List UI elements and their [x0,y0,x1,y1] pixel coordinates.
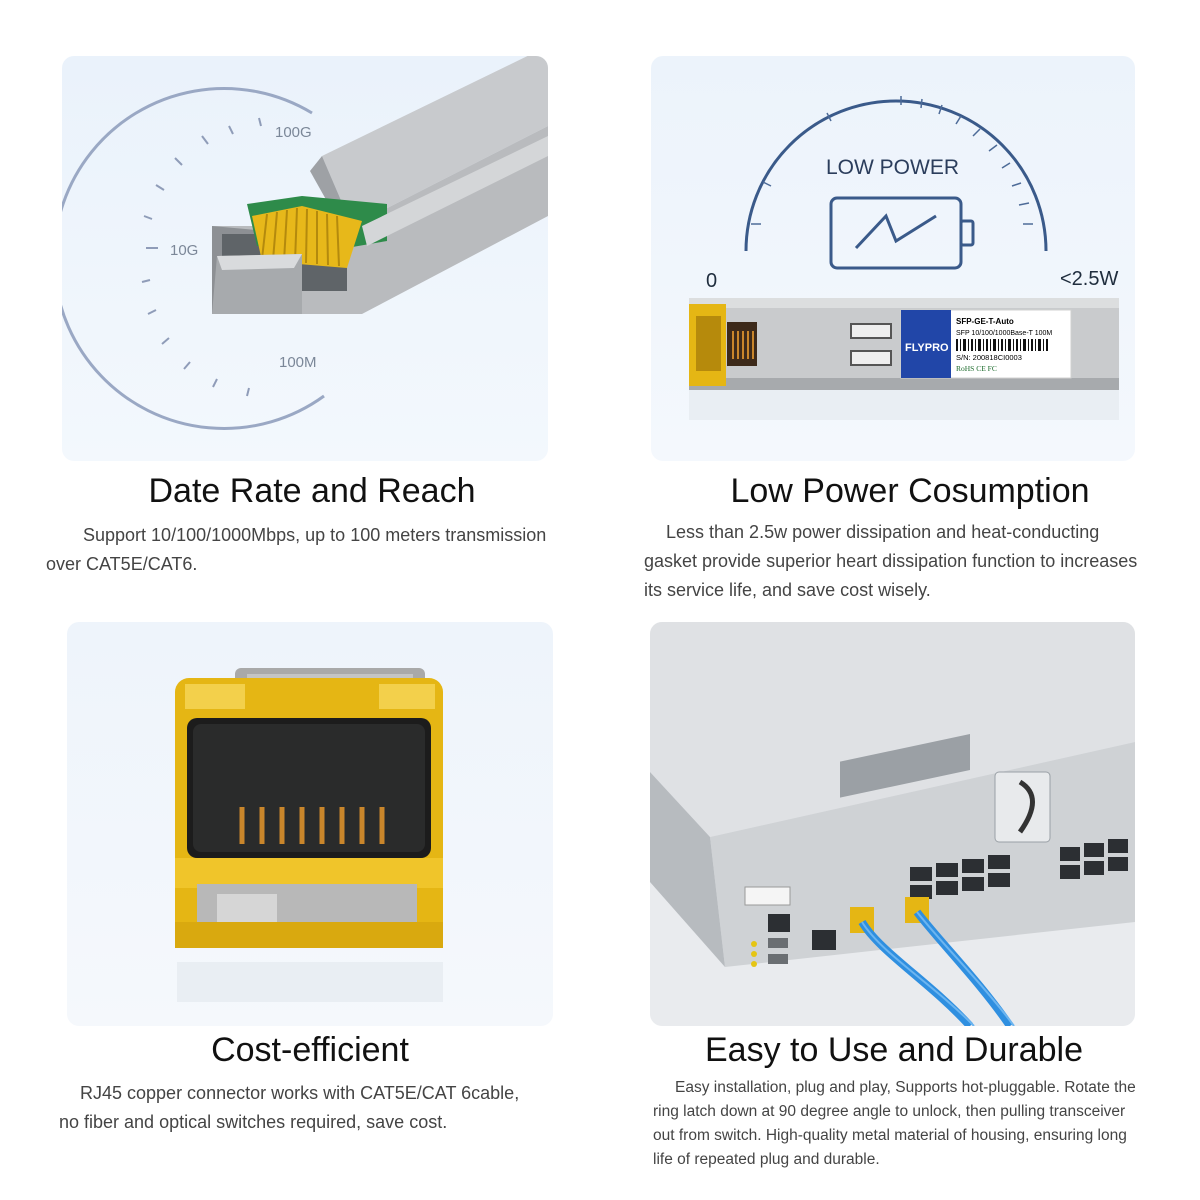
battery-icon [829,196,975,270]
brand-logo-label: FLYPRO [905,342,949,354]
module-serial-label: S/N: 200818CI0003 [956,353,1022,362]
feature-desc-easy-line1: Easy installation, plug and play, Suppor… [675,1079,1136,1096]
gauge-max-label: <2.5W [1060,268,1118,290]
feature-desc-easy-line2: ring latch down at 90 degree angle to un… [653,1103,1126,1120]
gauge-min-label: 0 [706,270,717,292]
rj45-connector-illustration [67,622,553,1026]
low-power-illustration: LOW POWER 0 <2.5W [651,56,1135,461]
switch-installation-illustration [650,622,1135,1026]
feature-desc-low-power-line1: Less than 2.5w power dissipation and hea… [666,522,1100,542]
feature-title-cost-efficient: Cost-efficient [211,1031,409,1069]
sfp-module-side: FLYPRO SFP-GE-T-Auto SFP 10/100/1000Base… [689,298,1119,420]
dial-label-100m: 100M [279,354,317,371]
module-spec-label: SFP 10/100/1000Base-T 100M [956,330,1052,337]
feature-desc-low-power-line2: gasket provide superior heart dissipatio… [644,551,1138,571]
dial-label-100g: 100G [275,124,312,141]
feature-desc-cost-line1: RJ45 copper connector works with CAT5E/C… [80,1083,520,1103]
rj45-port-icon [175,668,443,1002]
feature-title-easy-to-use: Easy to Use and Durable [705,1031,1083,1069]
feature-desc-low-power-line3: its service life, and save cost wisely. [644,580,931,600]
feature-desc-data-rate-line2: over CAT5E/CAT6. [46,554,198,574]
feature-title-low-power: Low Power Cosumption [730,472,1090,510]
gauge-title: LOW POWER [826,156,959,179]
feature-desc-easy-line3: out from switch. High-quality metal mate… [653,1127,1127,1144]
data-rate-illustration: 100G 10G 100M [62,56,548,461]
barcode-icon [956,339,1048,351]
feature-desc-cost-line2: no fiber and optical switches required, … [59,1112,448,1132]
dial-label-10g: 10G [170,242,198,259]
speed-dial-icon [62,87,325,430]
sfp-module-closeup [212,56,548,314]
feature-title-data-rate: Date Rate and Reach [148,472,476,510]
power-gauge-icon [744,96,1048,252]
feature-desc-data-rate-line1: Support 10/100/1000Mbps, up to 100 meter… [83,525,547,545]
module-model-label: SFP-GE-T-Auto [956,317,1014,326]
network-switch-icon [650,622,1135,1026]
module-cert-label: RoHS CE FC [956,364,997,373]
feature-desc-easy-line4: life of repeated plug and durable. [653,1151,880,1168]
